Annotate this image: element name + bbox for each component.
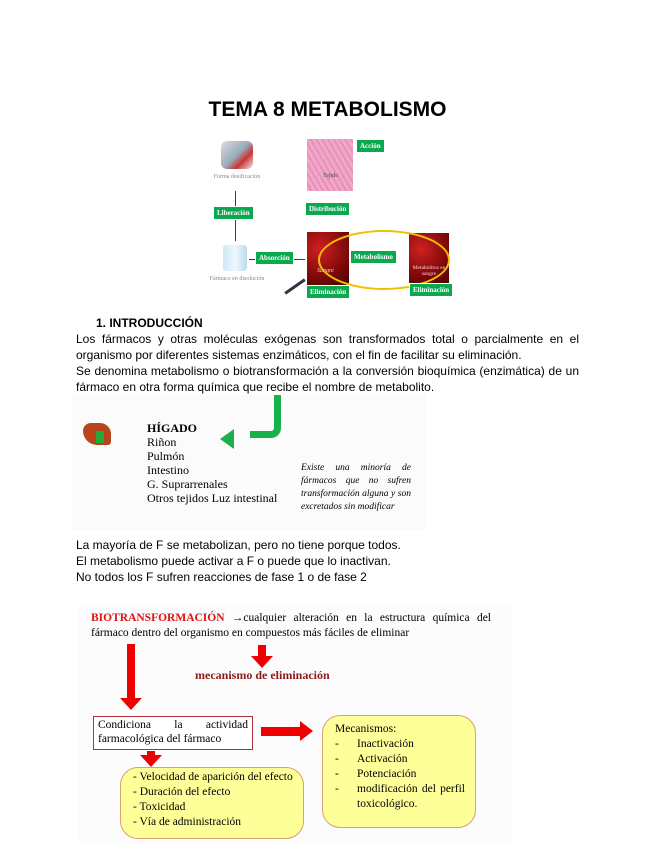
mechanism-text: modificación del perfil toxicológico. xyxy=(357,783,465,810)
arrow-icon xyxy=(127,644,135,699)
gallbladder-icon xyxy=(96,431,104,443)
mechanism-item: -Activación xyxy=(335,753,408,765)
caption-tejido: Tejido xyxy=(323,173,339,179)
arrow-icon xyxy=(300,721,313,741)
organ-item: HÍGADO xyxy=(147,421,198,435)
organs-figure: HÍGADO Riñon Pulmón Intestino G. Suprarr… xyxy=(72,395,426,530)
condiciona-box: Condiciona la actividad farmacológica de… xyxy=(93,716,253,750)
intro-paragraph: Los fármacos y otras moléculas exógenas … xyxy=(76,331,579,395)
term: BIOTRANSFORMACIÓN xyxy=(91,612,225,624)
label-accion: Acción xyxy=(356,139,385,153)
caption-forma: Forma dosificación xyxy=(213,174,261,180)
text-line: El metabolismo puede activar a F o puede… xyxy=(76,554,391,568)
label-absorcion: Absorción xyxy=(255,251,294,265)
caption-disolucion: Fármaco en disolución xyxy=(209,276,265,282)
pharmacokinetics-diagram: Forma dosificación Liberación Fármaco en… xyxy=(205,135,455,303)
mechanism-text: Activación xyxy=(357,753,408,765)
tissue-image xyxy=(307,139,353,191)
paragraph-2: La mayoría de F se metabolizan, pero no … xyxy=(76,537,579,585)
arrow-icon xyxy=(261,727,301,736)
effect-item: - Duración del efecto xyxy=(133,786,231,798)
effect-item: - Velocidad de aparición del efecto xyxy=(133,771,293,783)
definition-text: →cualquier alteración en la estructura q… xyxy=(231,612,492,624)
arrow-icon xyxy=(147,751,155,756)
organ-item: G. Suprarrenales xyxy=(147,477,228,491)
effect-item: - Vía de administración xyxy=(133,816,242,828)
mechanism-item: -Potenciación xyxy=(335,768,417,780)
label-eliminacion-sangre: Eliminación xyxy=(306,285,351,299)
arrowhead-icon xyxy=(220,429,234,449)
note-text: Existe una minoría de fármacos que no su… xyxy=(301,463,411,512)
arrow-icon xyxy=(258,645,266,657)
text-line: fármaco en otra forma química que recibe… xyxy=(76,380,435,394)
page-title: TEMA 8 METABOLISMO xyxy=(208,98,447,121)
label-eliminacion-metabolitos: Eliminación xyxy=(409,283,454,297)
green-curved-arrow-icon xyxy=(250,395,281,438)
mechanism-text: Potenciación xyxy=(357,768,417,780)
mechanism-item: -modificación del perfil toxicológico. xyxy=(335,783,465,810)
definition: BIOTRANSFORMACIÓN →cualquier alteración … xyxy=(91,611,491,626)
mechanisms-box: Mecanismos: -Inactivación -Activación -P… xyxy=(322,715,476,828)
organ-item: Riñon xyxy=(147,435,177,449)
biotransformation-figure: BIOTRANSFORMACIÓN →cualquier alteración … xyxy=(78,605,512,843)
text-line: organismo por diferentes sistemas enzimá… xyxy=(76,348,522,362)
arrow-icon xyxy=(120,698,142,710)
arrow-icon xyxy=(140,755,162,767)
organ-item: Pulmón xyxy=(147,449,185,463)
pills-image xyxy=(221,141,253,169)
organ-list: HÍGADO Riñon Pulmón Intestino G. Suprarr… xyxy=(147,421,277,505)
organ-item: Otros tejidos Luz intestinal xyxy=(147,491,278,505)
beaker-image xyxy=(223,245,247,271)
text-line: No todos los F sufren reacciones de fase… xyxy=(76,570,367,584)
mechanism-text: Inactivación xyxy=(357,738,414,750)
mechanism-item: -Inactivación xyxy=(335,738,414,750)
syringe-icon xyxy=(284,278,306,295)
label-liberacion: Liberación xyxy=(213,206,254,220)
section-heading: 1. INTRODUCCIÓN xyxy=(96,316,203,330)
effects-box: - Velocidad de aparición del efecto - Du… xyxy=(120,767,304,839)
arrow-icon xyxy=(251,656,273,668)
metabolism-ellipse xyxy=(318,230,450,290)
effect-item: - Toxicidad xyxy=(133,801,186,813)
mechanism-label: mecanismo de eliminación xyxy=(195,668,330,682)
label-distribucion: Distribución xyxy=(305,202,351,216)
text-line: La mayoría de F se metabolizan, pero no … xyxy=(76,538,401,552)
text-line: Los fármacos y otras moléculas exógenas … xyxy=(76,332,579,346)
definition-text: fármaco dentro del organismo en compuest… xyxy=(91,627,410,639)
text-line: Se denomina metabolismo o biotransformac… xyxy=(76,364,579,378)
mechanisms-title: Mecanismos: xyxy=(335,723,397,735)
organ-item: Intestino xyxy=(147,463,189,477)
